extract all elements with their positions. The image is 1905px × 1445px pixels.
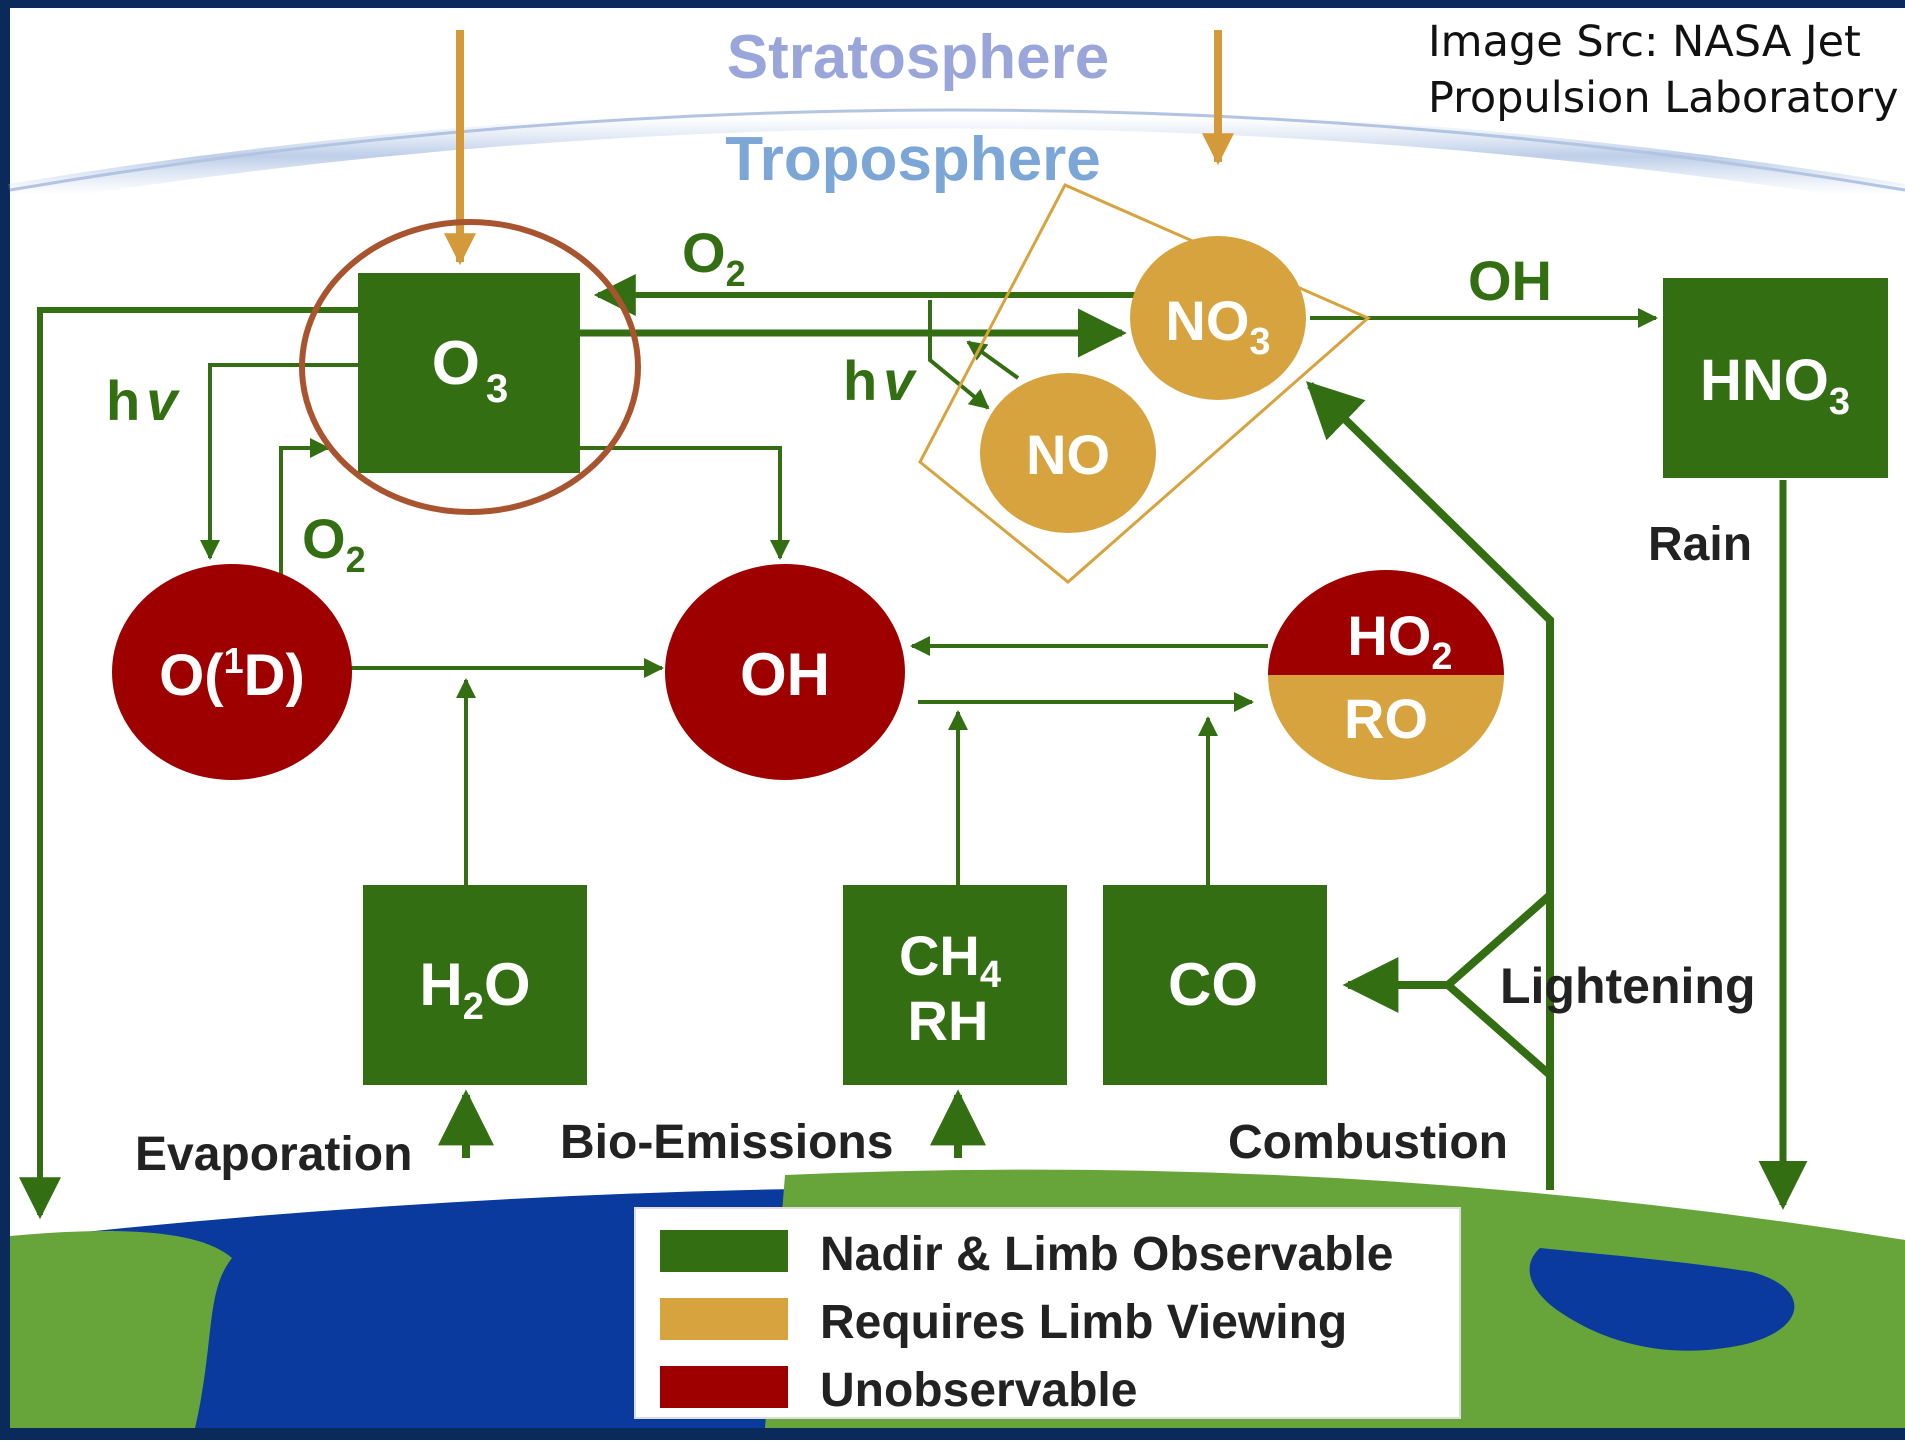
svg-text:CH4: CH4 xyxy=(899,924,1001,996)
legend-swatch-nadir-limb xyxy=(660,1230,788,1272)
svg-text:OH: OH xyxy=(740,641,830,708)
svg-text:H2O: H2O xyxy=(419,951,530,1028)
node-no3: NO3 xyxy=(1130,236,1306,400)
svg-text:O(1D): O(1D) xyxy=(159,640,305,708)
credit-line-1: Image Src: NASA Jet xyxy=(1428,17,1861,67)
top-border xyxy=(0,0,1905,8)
svg-text:NO: NO xyxy=(1026,423,1110,486)
svg-text:RH: RH xyxy=(908,989,989,1052)
legend-swatch-limb-viewing xyxy=(660,1298,788,1340)
oh-arrow-label: OH xyxy=(1468,249,1552,312)
o2-label-top: O2 xyxy=(682,221,746,294)
node-hno3: HNO3 xyxy=(1663,278,1888,478)
o2-label-left: O2 xyxy=(302,507,366,580)
stratosphere-label: Stratosphere xyxy=(727,23,1109,92)
node-ho2-ro: HO2 RO xyxy=(1268,570,1504,780)
o3-highlight-circle xyxy=(299,219,641,515)
bottom-border xyxy=(0,1428,1905,1440)
node-h2o: H2O xyxy=(363,885,587,1085)
lightening-label: Lightening xyxy=(1500,958,1756,1014)
evaporation-label: Evaporation xyxy=(135,1128,412,1181)
legend-label-limb-viewing: Requires Limb Viewing xyxy=(820,1296,1347,1349)
svg-text:RO: RO xyxy=(1344,687,1428,750)
svg-text:HNO3: HNO3 xyxy=(1700,348,1850,423)
bio-emissions-label: Bio-Emissions xyxy=(560,1116,893,1169)
legend-label-unobservable: Unobservable xyxy=(820,1364,1137,1417)
node-co: CO xyxy=(1103,885,1327,1085)
troposphere-label: Troposphere xyxy=(725,125,1101,194)
combustion-label: Combustion xyxy=(1228,1116,1508,1169)
node-oh: OH xyxy=(665,564,905,780)
legend-label-nadir-limb: Nadir & Limb Observable xyxy=(820,1228,1394,1281)
svg-text:NO3: NO3 xyxy=(1165,289,1270,363)
svg-text:HO2: HO2 xyxy=(1347,604,1452,678)
node-o1d: O(1D) xyxy=(112,564,352,780)
node-ch4-rh: CH4 RH xyxy=(843,885,1067,1085)
left-border xyxy=(0,0,10,1440)
legend-swatch-unobservable xyxy=(660,1366,788,1408)
credit-line-2: Propulsion Laboratory xyxy=(1428,73,1899,123)
tropopause-line xyxy=(9,108,1905,192)
reaction-arrows xyxy=(19,274,1808,1220)
rain-label: Rain xyxy=(1648,518,1752,571)
node-no: NO xyxy=(980,373,1156,533)
tropopause-glow xyxy=(8,106,1905,206)
legend: Nadir & Limb Observable Requires Limb Vi… xyxy=(634,1207,1461,1419)
svg-text:CO: CO xyxy=(1168,951,1258,1018)
svg-text:O3: O3 xyxy=(432,329,508,411)
